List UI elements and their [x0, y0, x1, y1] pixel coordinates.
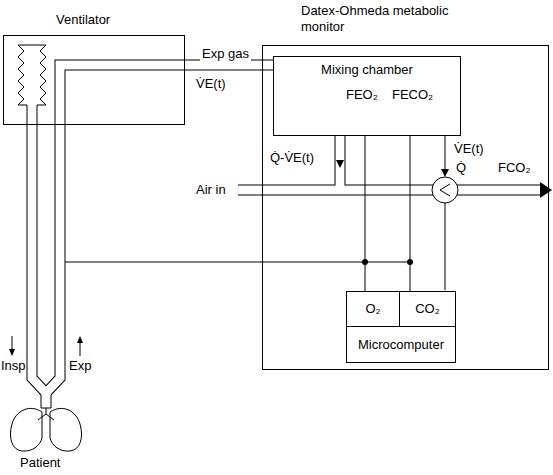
lungs: [10, 408, 81, 451]
node-title: Microcomputer: [358, 337, 444, 353]
connector: [410, 136, 411, 291]
sample-line: [445, 203, 446, 290]
node-title: O₂: [365, 301, 380, 317]
bellows: [18, 45, 46, 105]
node-title: Datex-Ohmeda metabolic monitor: [301, 3, 451, 35]
patient-label: Patient: [20, 455, 60, 471]
flow-label: Exp: [69, 358, 91, 374]
flow-label: Q̇: [456, 160, 466, 176]
flow-label: Q̇-V̇E(t): [270, 150, 314, 166]
node-title: Mixing chamber: [321, 62, 413, 78]
flow-arrow: [336, 160, 344, 168]
monitor-housing: Datex-Ohmeda metabolic monitorMixing cha…: [262, 45, 549, 370]
node-title: CO₂: [415, 301, 440, 317]
o2-analyzer: O₂: [346, 291, 400, 327]
connector: [365, 136, 366, 291]
pump-symbol: [440, 184, 450, 196]
edge-label: Exp gas: [200, 46, 251, 62]
microcomputer-box: Microcomputer: [346, 326, 456, 363]
flow-line: [80, 342, 81, 356]
flow-arrow: [540, 182, 552, 198]
connector: [185, 65, 273, 66]
flow-arrow: [77, 336, 83, 343]
signal-label: FEO₂: [346, 87, 378, 103]
flow-label: V̇E(t): [196, 76, 226, 92]
signal-label: FCO₂: [498, 160, 531, 176]
flow-arrow: [441, 169, 449, 177]
inlet-label: Air in: [196, 182, 226, 198]
ventilator-box: Ventilator: [3, 35, 185, 125]
co2-analyzer: CO₂: [399, 291, 456, 327]
sample-line: [65, 262, 410, 263]
pump-symbol: [432, 177, 458, 203]
mixing-chamber: Mixing chamberFEO₂ FECO₂: [273, 56, 461, 136]
node-title: Ventilator: [56, 12, 110, 28]
flow-label: V̇E(t): [454, 141, 484, 157]
flow-line: [12, 336, 13, 350]
signal-label: FECO₂: [392, 87, 433, 103]
flow-label: Insp: [1, 358, 26, 374]
tubing: [32, 65, 541, 409]
flow-line: [445, 135, 446, 170]
flow-arrow: [9, 349, 15, 356]
